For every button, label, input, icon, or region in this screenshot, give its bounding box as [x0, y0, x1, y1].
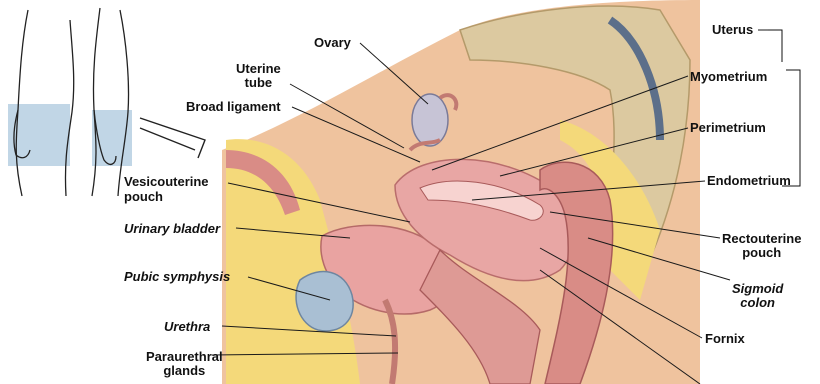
- label-urethra: Urethra: [164, 320, 210, 334]
- pelvis-section: [222, 0, 700, 384]
- label-urinary-bladder: Urinary bladder: [124, 222, 220, 236]
- label-rectouterine-pouch: Rectouterine pouch: [722, 232, 801, 260]
- label-sigmoid-colon: Sigmoid colon: [732, 282, 783, 310]
- label-perimetrium: Perimetrium: [690, 121, 766, 135]
- label-vesicouterine-pouch: Vesicouterine pouch: [124, 174, 209, 204]
- label-uterine-tube: Uterine tube: [236, 62, 281, 90]
- label-fornix: Fornix: [705, 332, 745, 346]
- body-silhouette-inset: [8, 8, 132, 196]
- ovary-shape: [412, 94, 448, 146]
- label-pubic-symphysis: Pubic symphysis: [124, 270, 230, 284]
- label-ovary: Ovary: [314, 36, 351, 50]
- label-broad-ligament: Broad ligament: [186, 100, 281, 114]
- uterus-bracket: [768, 30, 800, 186]
- label-paraurethral-glands: Paraurethral glands: [146, 350, 223, 378]
- label-uterus: Uterus: [712, 23, 753, 37]
- pubic-symphysis-shape: [296, 272, 353, 331]
- inset-arrow-icon: [140, 118, 205, 158]
- label-endometrium: Endometrium: [707, 174, 791, 188]
- label-myometrium: Myometrium: [690, 70, 767, 84]
